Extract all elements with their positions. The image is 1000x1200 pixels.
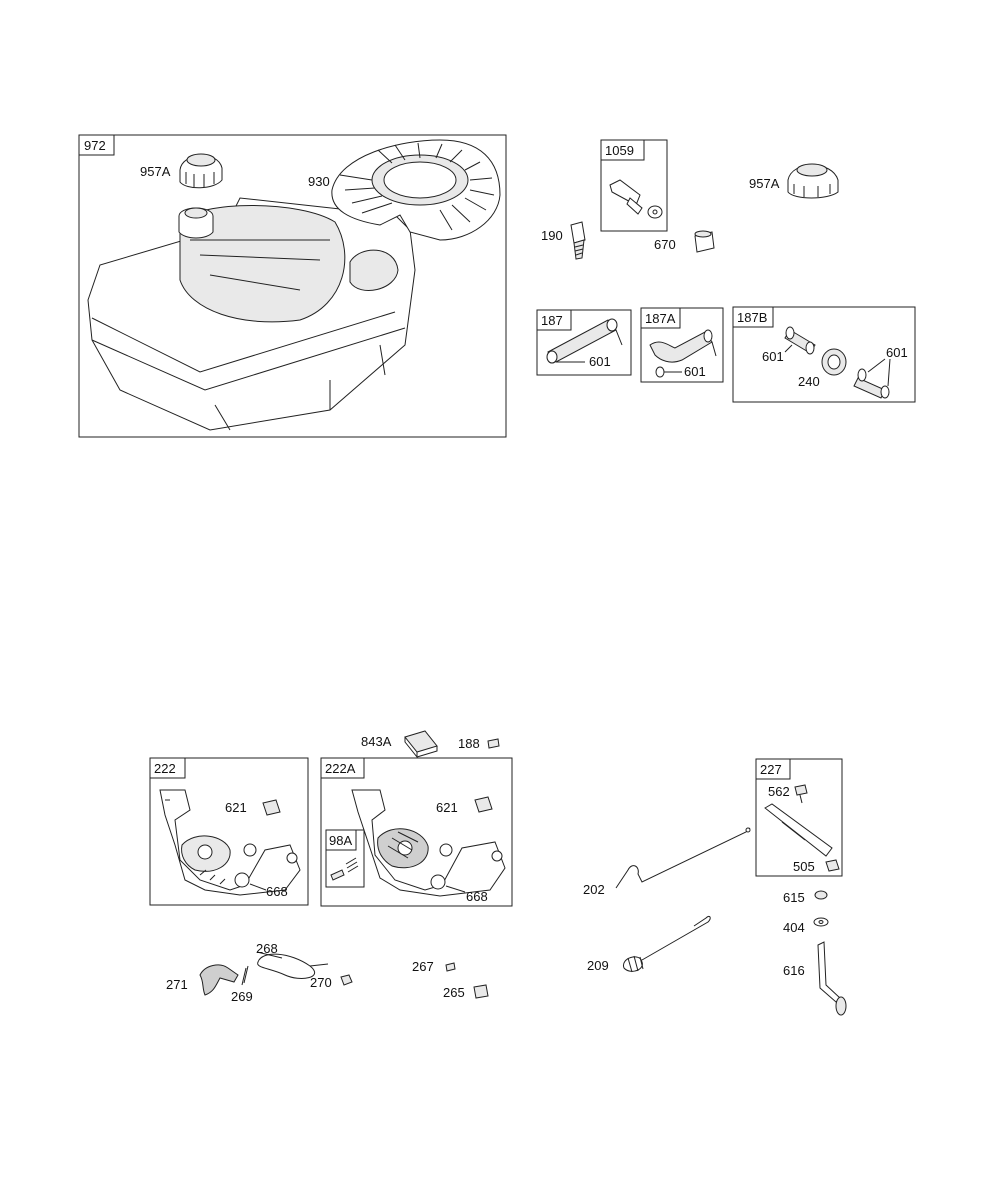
filler-neck [178,207,214,239]
washer-404 [813,917,829,927]
control-bracket-222 [159,789,301,896]
shroud-930 [331,139,501,241]
group-972-label: 972 [84,138,106,153]
spring-269 [241,965,249,986]
group-187A-label: 187A [645,311,676,326]
part-601-label-a: 601 [589,354,611,369]
part-957A-right-label: 957A [749,176,780,191]
nut-270 [340,974,353,986]
fuel-fitting [609,179,663,219]
part-601-label-b: 601 [684,364,706,379]
part-668-label-b: 668 [466,889,488,904]
fuel-cap-957A-right [787,163,839,199]
part-190-label: 190 [541,228,563,243]
group-98A-label: 98A [329,833,352,848]
part-957A-label: 957A [140,164,171,179]
fitting-190 [570,221,586,260]
group-972: 972 957A [78,134,507,438]
group-227-label: 227 [760,762,782,777]
clip-265 [473,984,489,999]
part-188-label: 188 [458,736,480,751]
throttle-cable-268 [256,951,329,979]
group-187B: 187B 601 601 240 [732,306,916,403]
part-621-label-a: 621 [225,800,247,815]
crank-616 [817,941,847,1016]
part-930-label: 930 [308,174,330,189]
part-202-label: 202 [583,882,605,897]
screw-188 [487,738,500,749]
group-187A: 187A 601 [640,307,724,383]
part-668-label-a: 668 [266,884,288,899]
bushing-670 [694,230,715,253]
group-227: 227 562 505 [755,758,843,877]
group-222-label: 222 [154,761,176,776]
nut-505 [825,859,840,872]
group-1059-label: 1059 [605,143,634,158]
part-268-label: 268 [256,941,278,956]
part-209-label: 209 [587,958,609,973]
group-187B-label: 187B [737,310,767,325]
part-601-label-c: 601 [762,349,784,364]
group-98A: 98A [325,829,365,888]
group-222A: 222A 621 668 98A [320,757,513,907]
lever-arm-227 [764,803,833,857]
group-222A-label: 222A [325,761,356,776]
part-269-label: 269 [231,989,253,1004]
group-222: 222 621 668 [149,757,309,906]
clip-621-b [474,796,493,813]
part-404-label: 404 [783,920,805,935]
part-843A-label: 843A [361,734,392,749]
spacer-843A [404,730,438,759]
spring-209 [623,915,711,973]
part-265-label: 265 [443,985,465,1000]
clip-621-a [262,799,281,816]
part-601-label-d: 601 [886,345,908,360]
group-187: 187 601 [536,309,632,376]
part-670-label: 670 [654,237,676,252]
group-187-label: 187 [541,313,563,328]
washer-615 [814,890,828,900]
part-615-label: 615 [783,890,805,905]
part-621-label-b: 621 [436,800,458,815]
throttle-lever-271 [199,964,239,996]
fuel-cap-957A [179,153,223,189]
group-1059: 1059 [600,139,668,232]
link-202 [615,827,751,889]
fuel-tank [87,197,416,431]
bolt-562 [794,784,808,804]
part-270-label: 270 [310,975,332,990]
screw-267 [445,962,456,972]
part-240-label: 240 [798,374,820,389]
part-616-label: 616 [783,963,805,978]
part-267-label: 267 [412,959,434,974]
part-562-label: 562 [768,784,790,799]
control-bracket-222A [351,789,506,897]
part-271-label: 271 [166,977,188,992]
part-505-label: 505 [793,859,815,874]
